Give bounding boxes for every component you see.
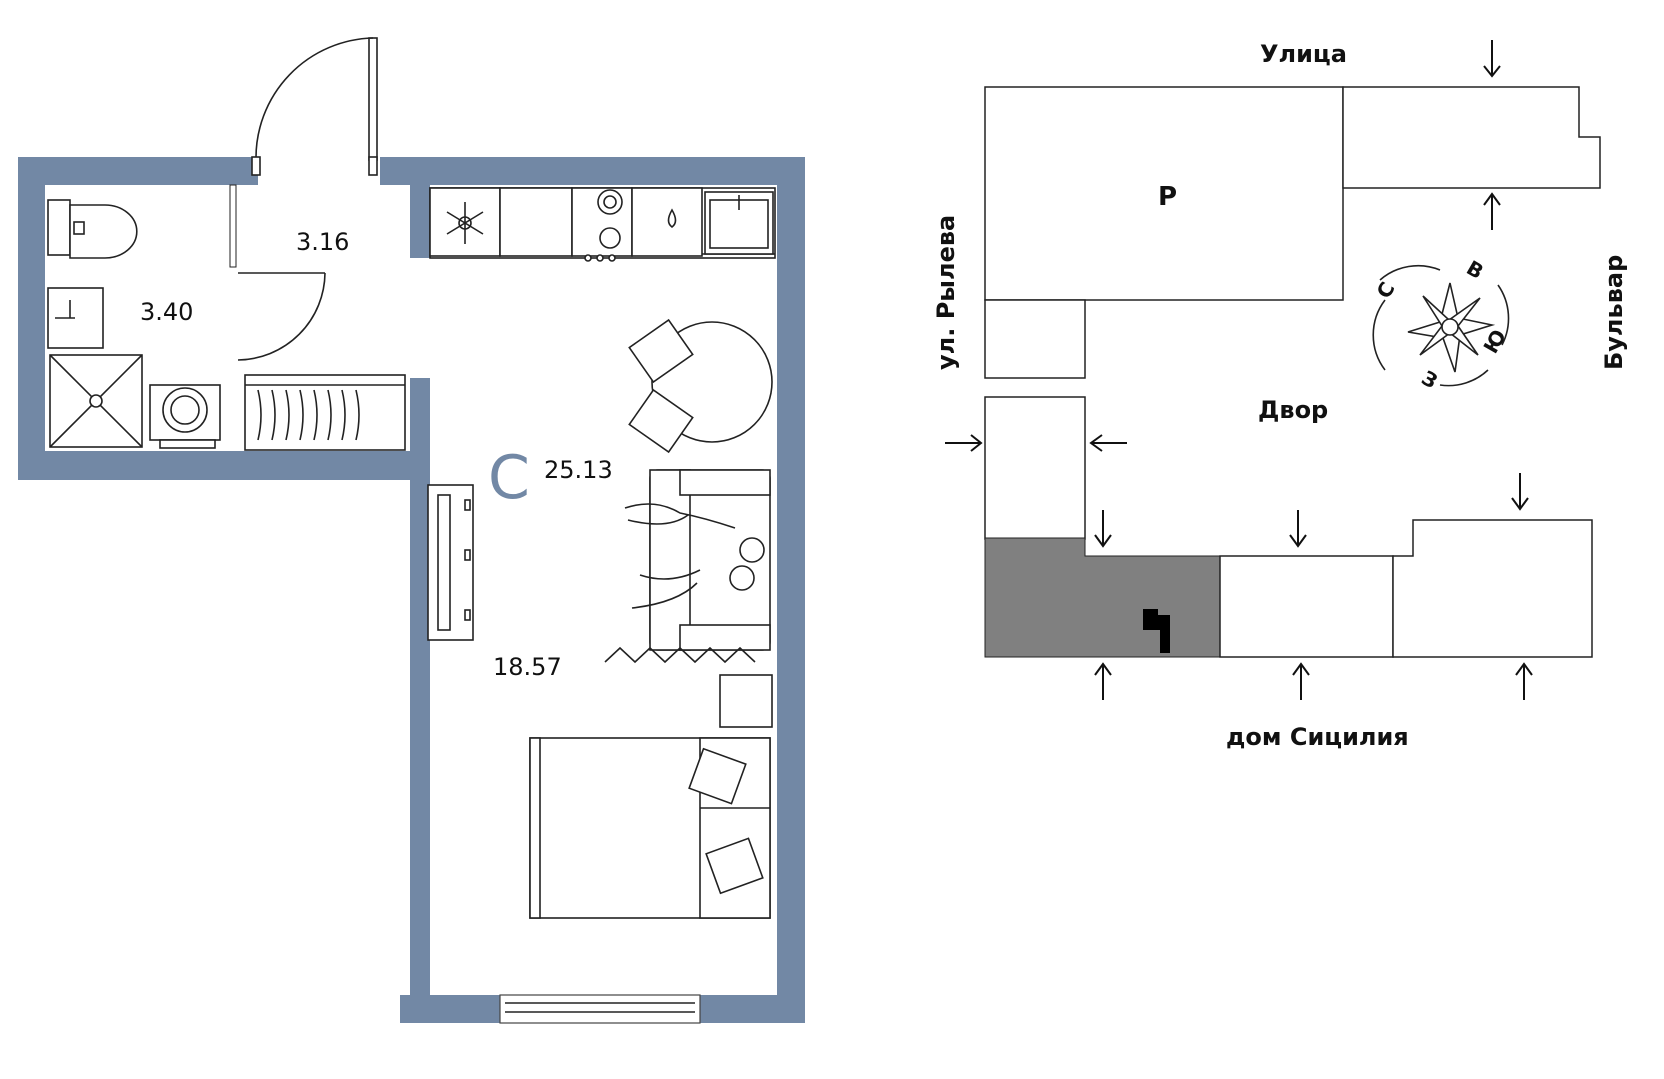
yard-label: Двор (1258, 396, 1328, 424)
room-divider (604, 646, 756, 664)
street-top-label: Улица (1260, 40, 1347, 68)
sofa-icon (624, 469, 771, 651)
shower-icon (49, 354, 143, 448)
apartment-plan: 3.40 3.16 18.57 25.13 С (18, 37, 805, 1024)
counter-section (499, 187, 573, 257)
nightstand-icon (719, 674, 773, 728)
building-sicily-middle (1219, 555, 1394, 658)
stove-icon (571, 187, 633, 262)
wall-inner-vertical (410, 378, 430, 1023)
bathroom-door-icon[interactable] (237, 272, 326, 361)
building-left-small (984, 299, 1086, 379)
wall-top-right (380, 157, 805, 185)
water-drop-icon (631, 187, 703, 257)
kitchen-sink-icon (704, 191, 774, 255)
toilet-icon (47, 199, 138, 259)
building-top-right (1342, 86, 1601, 189)
hall-area-label: 3.16 (296, 228, 349, 256)
total-area-label: 25.13 (544, 456, 613, 484)
compass-south: Ю (1479, 325, 1512, 357)
building-left-middle (984, 396, 1086, 540)
chair-icon (628, 318, 694, 454)
street-right-label: Бульвар (1600, 255, 1628, 370)
building-sicily-right (1392, 519, 1593, 658)
tv-icon (427, 484, 474, 641)
wall-bottom-left (18, 451, 430, 480)
wall-kitchen-stub (410, 185, 430, 258)
wall-top-left (18, 157, 258, 185)
apartment-type-letter: С (488, 443, 530, 513)
wardrobe-icon (244, 374, 406, 451)
compass-east: В (1463, 256, 1488, 284)
bathroom-area-label: 3.40 (140, 298, 193, 326)
building-sicily-label: дом Сицилия (1226, 723, 1409, 751)
living-area-label: 18.57 (493, 653, 562, 681)
balcony-window-icon (499, 994, 701, 1024)
pillow-icon (688, 747, 764, 895)
compass-west: З (1418, 366, 1442, 394)
building-highlighted (984, 537, 1221, 658)
parking-letter: Р (1158, 182, 1177, 212)
door-icon[interactable] (251, 37, 378, 176)
compass-north: С (1372, 278, 1400, 303)
entry-arrows (945, 40, 1533, 700)
wall-left (18, 157, 45, 480)
washing-machine-icon (149, 384, 221, 449)
site-plan: С В Ю З Улица ул. Рылева Бульвар Двор до… (932, 40, 1628, 751)
fridge-icon (429, 187, 501, 257)
wall-partition-bath (229, 184, 237, 268)
apartment-marker-icon (1143, 609, 1170, 653)
building-parking (984, 86, 1344, 301)
compass-icon: С В Ю З (1372, 256, 1512, 394)
sink-icon (47, 287, 104, 349)
wall-right (777, 157, 805, 1023)
street-left-label: ул. Рылева (932, 215, 960, 370)
